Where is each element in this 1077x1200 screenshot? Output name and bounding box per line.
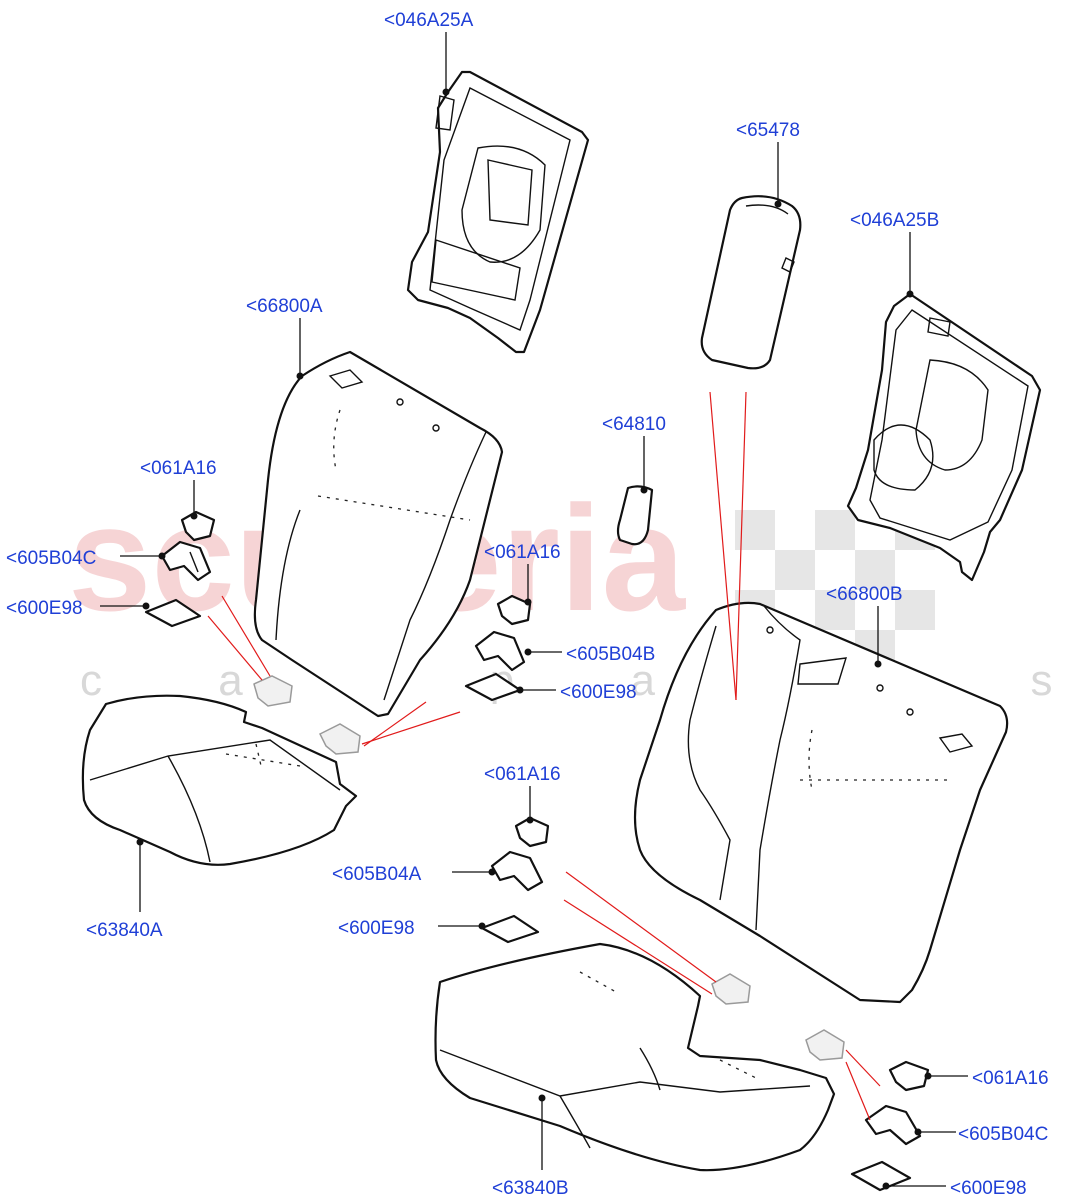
assembly-lines [207,391,881,1121]
seat-back-frame-046a25a[interactable] [406,70,590,354]
armrest-65478[interactable] [700,195,802,370]
label-061a16-4[interactable]: <061A16 [972,1068,1049,1089]
label-64810[interactable]: <64810 [602,414,666,435]
label-046a25a[interactable]: <046A25A [384,10,474,31]
label-66800a[interactable]: <66800A [246,296,323,317]
leader-lines [100,32,968,1190]
label-605b04c-2[interactable]: <605B04C [958,1124,1048,1145]
bracket-605b04c-1[interactable] [160,540,212,582]
label-600e98-3[interactable]: <600E98 [338,918,415,939]
clip-061a16-1[interactable] [180,510,216,542]
seat-back-cover-66800b[interactable] [633,601,1009,1004]
seat-cushion-63840a[interactable] [81,694,358,866]
label-600e98-4[interactable]: <600E98 [950,1178,1027,1199]
label-605b04c-1[interactable]: <605B04C [6,548,96,569]
ghost-clip-4 [805,1029,845,1061]
label-061a16-2[interactable]: <061A16 [484,542,561,563]
ghost-clip-3 [711,973,751,1005]
bracket-605b04a[interactable] [490,850,544,892]
label-061a16-3[interactable]: <061A16 [484,764,561,785]
label-600e98-2[interactable]: <600E98 [560,682,637,703]
label-66800b[interactable]: <66800B [826,584,903,605]
ghost-clip-2 [318,723,361,755]
label-63840a[interactable]: <63840A [86,920,163,941]
trim-pad-64810[interactable] [616,485,654,546]
label-65478[interactable]: <65478 [736,120,800,141]
part-labels: <046A25A <65478 <046A25B <66800A <64810 … [6,10,1049,1199]
label-600e98-1[interactable]: <600E98 [6,598,83,619]
seat-cushion-63840b[interactable] [434,942,836,1172]
clip-061a16-2[interactable] [496,594,532,626]
bracket-605b04c-2[interactable] [864,1104,922,1146]
plate-600e98-4[interactable] [850,1160,912,1192]
seat-back-frame-046b25b[interactable] [846,292,1042,582]
seat-back-cover-66800a[interactable] [253,350,504,718]
plate-600e98-3[interactable] [480,914,540,944]
label-605b04b[interactable]: <605B04B [566,644,655,665]
ghost-clip-1 [253,675,293,707]
label-046a25b[interactable]: <046A25B [850,210,939,231]
label-061a16-1[interactable]: <061A16 [140,458,217,479]
label-605b04a[interactable]: <605B04A [332,864,422,885]
label-63840b[interactable]: <63840B [492,1178,569,1199]
clip-061a16-4[interactable] [888,1060,930,1092]
plate-600e98-1[interactable] [144,598,202,628]
bracket-605b04b[interactable] [474,630,526,672]
